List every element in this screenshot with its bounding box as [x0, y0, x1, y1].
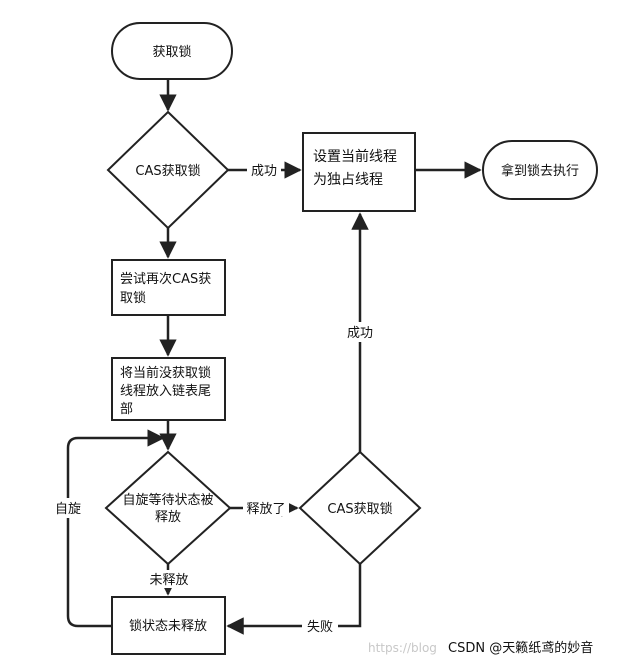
cas-decision-2: CAS获取锁	[298, 450, 422, 566]
edge-cas2-to-not-released	[226, 564, 362, 635]
enqueue-line-1: 将当前没获取锁	[120, 365, 211, 381]
cas-decision-1-label: CAS获取锁	[135, 163, 200, 179]
cas-decision-2-label: CAS获取锁	[327, 501, 392, 517]
edge-label-released: 释放了	[246, 502, 285, 517]
not-released-label: 锁状态未释放	[129, 618, 207, 634]
set-owner-line-2: 为独占线程	[313, 172, 383, 188]
not-released-node: 锁状态未释放	[111, 596, 226, 655]
cas-decision-1: CAS获取锁	[106, 110, 230, 230]
retry-line-2: 取锁	[120, 290, 146, 306]
end-node: 拿到锁去执行	[482, 140, 598, 200]
csdn-credit: CSDN @天籁纸鸢的妙音	[448, 640, 593, 656]
retry-node: 尝试再次CAS获 取锁	[111, 259, 226, 316]
start-label: 获取锁	[152, 44, 191, 60]
spin-wait-line-2: 释放	[155, 510, 181, 525]
edge-label-spin: 自旋	[55, 502, 81, 517]
enqueue-line-3: 部	[120, 402, 133, 417]
edge-label-success-1: 成功	[251, 164, 277, 179]
enqueue-line-2: 线程放入链表尾	[120, 384, 211, 399]
retry-line-1: 尝试再次CAS获	[120, 271, 211, 287]
spin-wait-decision: 自旋等待状态被 释放	[104, 450, 232, 566]
set-owner-line-1: 设置当前线程	[313, 148, 397, 165]
spin-wait-line-1: 自旋等待状态被	[122, 492, 213, 508]
set-owner-node: 设置当前线程 为独占线程	[302, 132, 416, 212]
edge-spin-loop	[66, 429, 165, 628]
enqueue-node: 将当前没获取锁 线程放入链表尾 部	[111, 357, 226, 421]
edge-label-fail: 失败	[307, 620, 333, 635]
start-node: 获取锁	[111, 22, 233, 80]
edge-label-not-released: 未释放	[149, 573, 188, 588]
end-label: 拿到锁去执行	[501, 163, 579, 179]
faint-watermark: https://blog	[368, 641, 437, 655]
edge-label-success-2: 成功	[347, 326, 373, 341]
